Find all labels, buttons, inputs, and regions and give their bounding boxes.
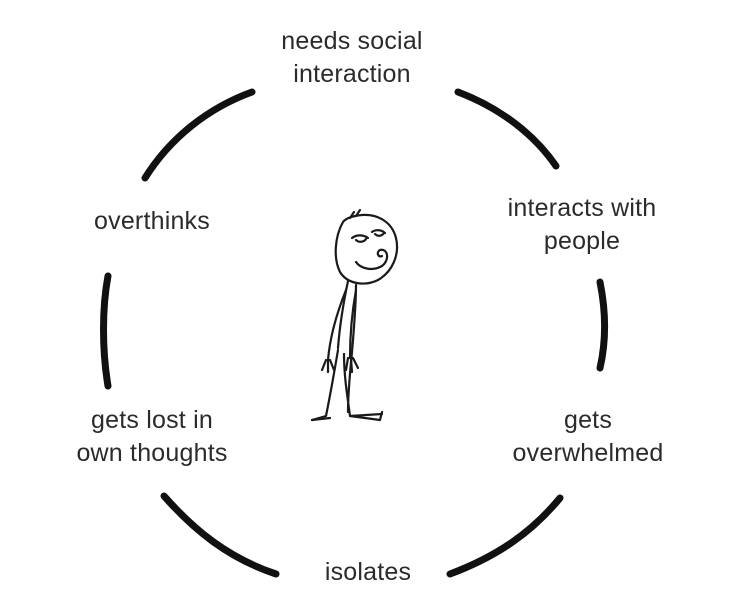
stick-figure-icon — [310, 208, 399, 422]
figure-body — [336, 279, 358, 354]
figure-eye-left — [350, 234, 370, 243]
arc-bottom-right — [446, 494, 564, 578]
figure-head — [334, 213, 399, 285]
cycle-label-overthinks: overthinks — [94, 207, 210, 235]
cycle-label-isolates: isolates — [324, 558, 412, 586]
figure-arm-left — [320, 288, 348, 374]
arc-top-left — [141, 88, 256, 182]
cycle-label-interacts-with-people: interacts with people — [507, 194, 657, 255]
figure-arm-right — [344, 288, 360, 374]
cycle-label-gets-overwhelmed: gets overwhelmed — [512, 406, 664, 467]
figure-feet — [310, 412, 384, 422]
cycle-label-gets-lost-in-own-thoughts: gets lost in own thoughts — [76, 406, 228, 467]
arc-top-right — [454, 88, 560, 170]
figure-eye-right — [370, 229, 387, 237]
figure-mouth — [354, 248, 389, 271]
arc-right — [596, 278, 608, 372]
cycle-label-needs-social-interaction: needs social interaction — [281, 27, 423, 88]
arc-bottom-left — [160, 492, 280, 578]
figure-hair — [348, 208, 362, 220]
cycle-arcs — [100, 88, 608, 578]
arc-left — [100, 272, 112, 390]
